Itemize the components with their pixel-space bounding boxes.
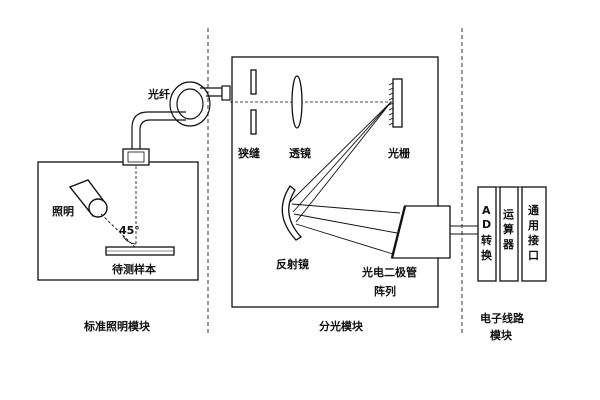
- mirror: [281, 185, 303, 241]
- io-text-4: 口: [528, 249, 539, 262]
- electronics-stack: [477, 186, 547, 282]
- section-illumination: 标准照明模块: [83, 319, 151, 333]
- label-grating: 光栅: [387, 146, 410, 160]
- fiber-connector: [221, 85, 231, 101]
- label-photodiode-1: 光电二极管: [361, 265, 417, 279]
- alu-text-1: 运: [503, 208, 514, 221]
- slit: [250, 69, 257, 135]
- label-fiber: 光纤: [147, 87, 170, 101]
- ad-text-2: D: [482, 218, 491, 231]
- lamp-icon: [68, 179, 136, 248]
- probe-head: [122, 148, 150, 166]
- ad-text-1: A: [482, 204, 491, 217]
- io-text-2: 用: [528, 219, 539, 232]
- spectral-box: [231, 56, 439, 308]
- label-mirror: 反射镜: [276, 257, 309, 271]
- alu-text-3: 器: [502, 238, 515, 251]
- ad-converter-box: [477, 186, 497, 282]
- lens: [291, 75, 303, 129]
- ad-text-4: 换: [481, 248, 493, 262]
- grating: [388, 78, 403, 128]
- label-photodiode-2: 阵列: [374, 284, 396, 298]
- alu-text-2: 算: [502, 222, 514, 236]
- label-sample: 待测样本: [111, 262, 156, 276]
- section-electronic-1: 电子线路: [480, 311, 525, 325]
- label-angle: 45°: [119, 224, 140, 237]
- section-spectral: 分光模块: [319, 319, 364, 333]
- label-lighting: 照明: [52, 205, 74, 218]
- angle-arc: [122, 235, 137, 245]
- section-electronic-2: 模块: [490, 328, 513, 342]
- io-text-3: 接: [528, 233, 539, 247]
- illumination-box: [37, 161, 199, 281]
- label-lens: 透镜: [289, 146, 311, 160]
- io-interface-box: [521, 186, 547, 282]
- fiber-coil-inner: [176, 88, 204, 120]
- arithmetic-unit-box: [499, 186, 519, 282]
- fiber-outer: [131, 111, 186, 149]
- fiber-coil-outer: [169, 81, 211, 127]
- ad-text-3: 转: [481, 233, 492, 247]
- label-slit: 狭缝: [237, 146, 260, 160]
- fiber-inner: [139, 119, 186, 149]
- io-text-1: 通: [528, 204, 539, 217]
- photodiode-array: [390, 205, 451, 259]
